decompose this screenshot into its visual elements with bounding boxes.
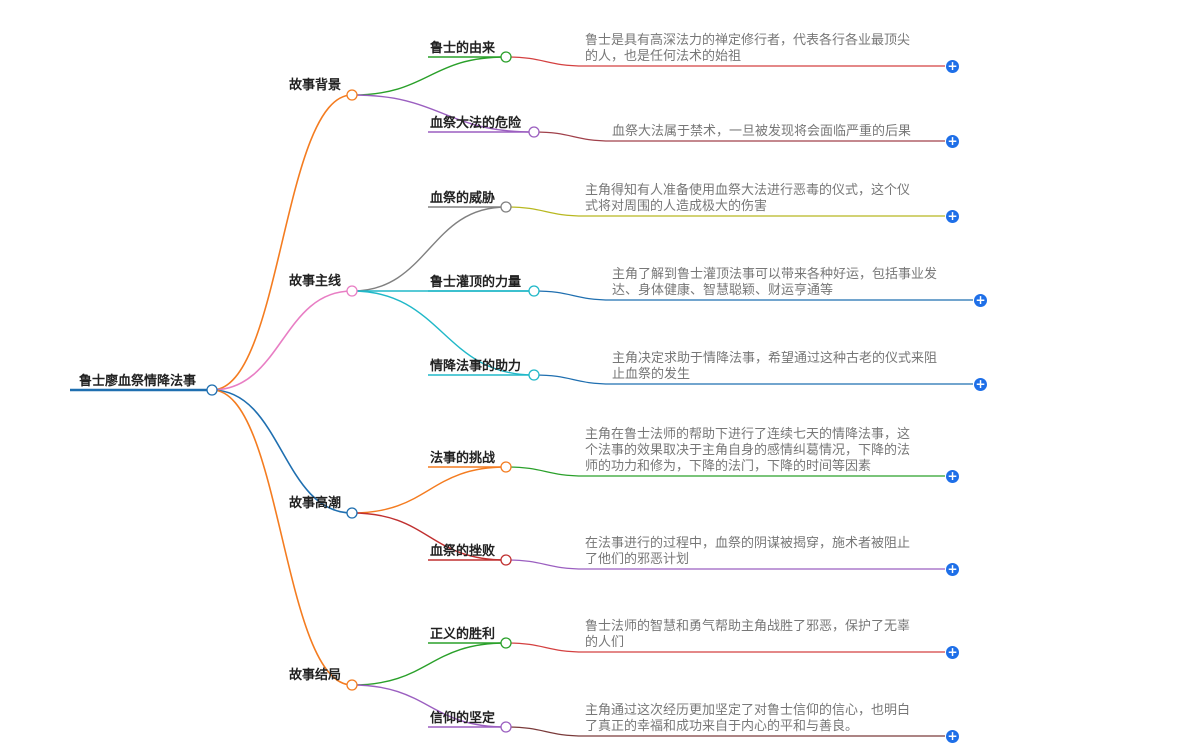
subtopic-connector [351, 56, 507, 96]
subtopic-connector [351, 94, 535, 133]
expand-plus-icon[interactable]: + [946, 729, 959, 743]
leaf-note-line: 式将对周围的人造成极大的伤害 [585, 199, 768, 214]
subtopic-connector [351, 206, 507, 292]
subtopic[interactable]: 法事的挑战 [430, 451, 496, 466]
branch-connector [211, 389, 353, 686]
branch-connector [211, 389, 353, 514]
branch-collapse-node[interactable] [346, 679, 358, 691]
subtopic[interactable]: 血祭的挫败 [430, 544, 496, 559]
subtopic[interactable]: 鲁士的由来 [430, 41, 496, 56]
expand-plus-icon[interactable]: + [974, 377, 987, 391]
subtopic-connector [351, 684, 507, 728]
branch-topic[interactable]: 故事主线 [289, 274, 342, 289]
subtopic[interactable]: 血祭大法的危险 [430, 116, 522, 131]
leaf-note: 在法事进行的过程中，血祭的阴谋被揭穿，施术者被阻止了他们的邪恶计划 [585, 536, 910, 568]
expand-plus-icon[interactable]: + [946, 469, 959, 483]
subtopic-collapse-node[interactable] [528, 126, 540, 138]
subtopic-collapse-node[interactable] [500, 554, 512, 566]
subtopic[interactable]: 情降法事的助力 [430, 359, 522, 374]
leaf-connector [533, 131, 613, 142]
expand-plus-icon[interactable]: + [974, 293, 987, 307]
expand-plus-icon[interactable]: + [946, 209, 959, 223]
branch-topic[interactable]: 故事高潮 [289, 496, 342, 511]
leaf-connector [505, 466, 586, 477]
subtopic[interactable]: 血祭的威胁 [430, 191, 496, 206]
root-topic[interactable]: 鲁士廖血祭情降法事 [79, 374, 197, 389]
leaf-note: 鲁士法师的智慧和勇气帮助主角战胜了邪恶，保护了无辜的人们 [585, 619, 910, 651]
leaf-note-line: 主角得知有人准备使用血祭大法进行恶毒的仪式，这个仪 [585, 183, 911, 198]
root-collapse-node[interactable] [206, 384, 218, 396]
branch-topic[interactable]: 故事结局 [289, 668, 342, 683]
expand-plus-icon[interactable]: + [946, 59, 959, 73]
leaf-note-line: 主角通过这次经历更加坚定了对鲁士信仰的信心，也明白 [585, 703, 911, 718]
subtopic-collapse-node[interactable] [500, 201, 512, 213]
leaf-connector [505, 559, 586, 570]
expand-plus-icon[interactable]: + [946, 562, 959, 576]
leaf-note-line: 了真正的幸福和成功来自于内心的平和与善良。 [585, 719, 859, 734]
branch-connector [211, 290, 353, 391]
subtopic[interactable]: 信仰的坚定 [430, 711, 496, 726]
subtopic-connector [351, 642, 507, 686]
branch-topic[interactable]: 故事背景 [289, 78, 342, 93]
leaf-note: 主角了解到鲁士灌顶法事可以带来各种好运，包括事业发达、身体健康、智慧聪颖、财运亨… [612, 267, 937, 299]
leaf-connector [533, 290, 613, 301]
expand-plus-icon[interactable]: + [946, 134, 959, 148]
leaf-note: 鲁士是具有高深法力的禅定修行者，代表各行各业最顶尖的人，也是任何法术的始祖 [585, 33, 910, 65]
subtopic-collapse-node[interactable] [528, 285, 540, 297]
subtopic-connector [351, 466, 507, 514]
leaf-note: 血祭大法属于禁术，一旦被发现将会面临严重的后果 [612, 124, 911, 140]
leaf-note-line: 血祭大法属于禁术，一旦被发现将会面临严重的后果 [612, 124, 912, 139]
leaf-connector [533, 374, 613, 385]
branch-connector [211, 94, 353, 391]
leaf-note-line: 个法事的效果取决于主角自身的感情纠葛情况，下降的法 [585, 443, 911, 458]
leaf-note-line: 主角了解到鲁士灌顶法事可以带来各种好运，包括事业发 [612, 267, 938, 282]
leaf-connector [505, 56, 586, 67]
leaf-note-line: 的人，也是任何法术的始祖 [585, 49, 742, 64]
leaf-note-line: 的人们 [585, 635, 625, 650]
branch-collapse-node[interactable] [346, 89, 358, 101]
leaf-note: 主角决定求助于情降法事，希望通过这种古老的仪式来阻止血祭的发生 [612, 351, 937, 383]
leaf-note-line: 了他们的邪恶计划 [585, 552, 690, 567]
subtopic[interactable]: 正义的胜利 [430, 627, 496, 642]
leaf-note-line: 达、身体健康、智慧聪颖、财运亨通等 [612, 283, 834, 298]
subtopic-collapse-node[interactable] [528, 369, 540, 381]
leaf-connector [505, 206, 586, 217]
subtopic-connector [351, 290, 535, 376]
leaf-note-line: 主角在鲁士法师的帮助下进行了连续七天的情降法事，这 [585, 427, 911, 442]
subtopic-collapse-node[interactable] [500, 637, 512, 649]
leaf-note-line: 鲁士法师的智慧和勇气帮助主角战胜了邪恶，保护了无辜 [585, 619, 911, 634]
subtopic-collapse-node[interactable] [500, 51, 512, 63]
expand-plus-icon[interactable]: + [946, 645, 959, 659]
leaf-note-line: 在法事进行的过程中，血祭的阴谋被揭穿，施术者被阻止 [585, 536, 911, 551]
subtopic[interactable]: 鲁士灌顶的力量 [430, 275, 522, 290]
leaf-note-line: 鲁士是具有高深法力的禅定修行者，代表各行各业最顶尖 [585, 33, 911, 48]
leaf-connector [505, 642, 586, 653]
subtopic-connector [351, 512, 507, 561]
branch-collapse-node[interactable] [346, 507, 358, 519]
subtopic-collapse-node[interactable] [500, 721, 512, 733]
leaf-note: 主角得知有人准备使用血祭大法进行恶毒的仪式，这个仪式将对周围的人造成极大的伤害 [585, 183, 910, 215]
leaf-note-line: 师的功力和修为，下降的法门，下降的时间等因素 [585, 459, 872, 474]
leaf-note-line: 主角决定求助于情降法事，希望通过这种古老的仪式来阻 [612, 351, 938, 366]
leaf-connector [505, 726, 586, 737]
branch-collapse-node[interactable] [346, 285, 358, 297]
leaf-note: 主角在鲁士法师的帮助下进行了连续七天的情降法事，这个法事的效果取决于主角自身的感… [585, 427, 910, 475]
subtopic-collapse-node[interactable] [500, 461, 512, 473]
leaf-note: 主角通过这次经历更加坚定了对鲁士信仰的信心，也明白了真正的幸福和成功来自于内心的… [585, 703, 910, 735]
leaf-note-line: 止血祭的发生 [612, 367, 691, 382]
